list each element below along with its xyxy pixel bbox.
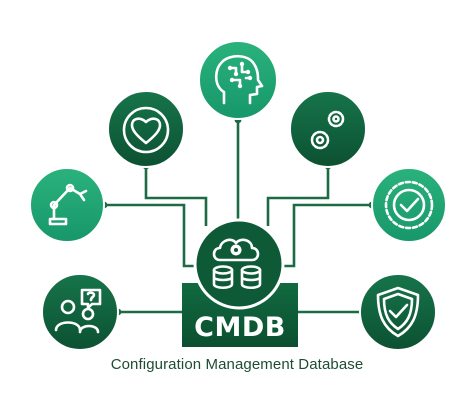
connector-upper-left xyxy=(144,166,208,226)
shield-check-icon xyxy=(376,286,420,338)
node-lower-right xyxy=(359,273,437,351)
node-upper-right xyxy=(289,90,367,168)
connectors xyxy=(104,120,372,314)
gears-icon xyxy=(310,110,345,150)
cloud-gear-database-icon xyxy=(212,238,262,290)
robotic-arm-icon xyxy=(48,183,88,226)
badge-check-icon xyxy=(384,180,434,230)
brain-circuit-icon xyxy=(214,54,264,105)
cmdb-center-node: CMDB xyxy=(182,218,298,347)
node-upper-left xyxy=(107,90,185,168)
connector-upper-right xyxy=(266,166,330,226)
node-middle-left xyxy=(29,167,105,243)
connector-middle-right xyxy=(282,203,372,268)
people-question-icon xyxy=(54,288,102,334)
diagram-caption: Configuration Management Database xyxy=(110,356,364,373)
heart-icon xyxy=(122,106,170,154)
connector-middle-left xyxy=(104,203,196,268)
node-middle-right xyxy=(371,167,447,243)
node-top xyxy=(198,40,278,120)
node-lower-left xyxy=(41,273,119,351)
cmdb-title: CMDB xyxy=(194,312,286,343)
